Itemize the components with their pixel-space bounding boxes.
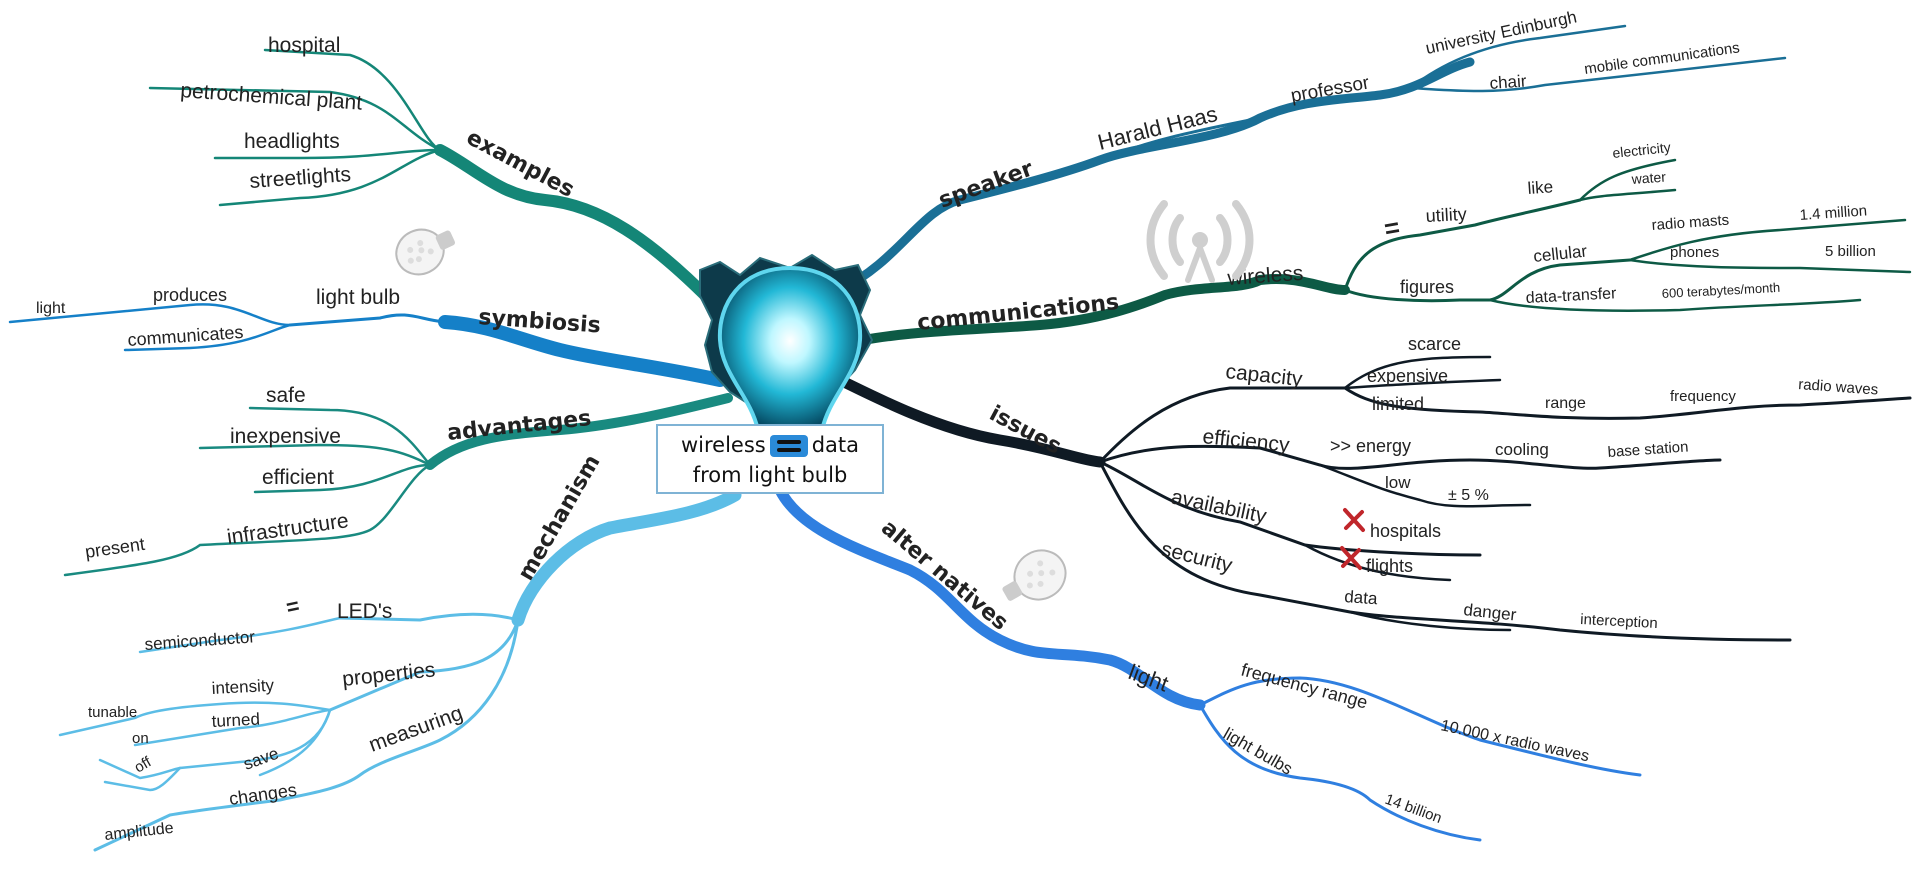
issues-interception: interception [1580, 611, 1658, 632]
communications-transfer-value: 600 terabytes/month [1661, 280, 1780, 301]
issues-data: data [1344, 587, 1379, 608]
advantages-label: advantages [446, 406, 592, 446]
advantages-efficient: efficient [262, 466, 334, 489]
symbiosis-light: light [36, 300, 66, 317]
symbiosis-main-line [438, 315, 727, 387]
bulb-glass [717, 265, 863, 432]
issues-label: issues [985, 401, 1065, 459]
advantages-inexpensive: inexpensive [230, 425, 341, 448]
advantages-main-line [425, 393, 733, 470]
issues-capacity: capacity [1224, 360, 1304, 391]
advantages-safe: safe [266, 384, 306, 407]
mechanism-tunable: tunable [88, 704, 137, 721]
alternatives-light-bulbs: light bulbs [1220, 724, 1296, 779]
cross-icon [1340, 546, 1362, 570]
central-topic-data: data [811, 433, 860, 457]
mechanism-intensity: intensity [211, 676, 275, 698]
branch-issues [824, 355, 1912, 642]
alternatives-label: alter natives [876, 515, 1013, 635]
mechanism-main-line [511, 488, 742, 627]
issues-more-energy: >> energy [1330, 436, 1411, 456]
mechanism-leds: LED's [337, 600, 392, 623]
issues-low: low [1385, 473, 1411, 492]
speaker-university: university Edinburgh [1424, 7, 1579, 58]
mechanism-off: off [132, 753, 155, 776]
led-bulb-icon [1002, 549, 1067, 601]
central-topic-line1: wireless data [658, 430, 882, 460]
communications-phones-value: 5 billion [1825, 243, 1876, 260]
communications-masts-value: 1.4 million [1799, 202, 1868, 224]
alternatives-light: light [1125, 659, 1171, 696]
issues-five-pct: ± 5 % [1448, 487, 1489, 504]
symbiosis-produces: produces [153, 285, 227, 305]
communications-data-transfer: data-transfer [1525, 285, 1617, 307]
issues-main-line [824, 369, 1106, 468]
branch-symbiosis [8, 303, 727, 387]
communications-electricity: electricity [1612, 139, 1672, 161]
issues-security: security [1159, 538, 1235, 578]
symbiosis-light-bulb: light bulb [316, 286, 400, 309]
issues-scarce: scarce [1408, 334, 1461, 354]
communications-utility: utility [1425, 204, 1467, 226]
examples-streetlights: streetlights [249, 163, 352, 193]
led-bulb-icon [395, 228, 456, 276]
issues-radio-waves: radio waves [1798, 376, 1879, 399]
central-topic-wireless: wireless [680, 433, 766, 457]
branch-communications [835, 158, 1912, 350]
symbiosis-communicates: communicates [127, 322, 244, 350]
issues-expensive: expensive [1367, 366, 1448, 386]
equals-icon [769, 435, 808, 457]
communications-equals: = [1382, 212, 1402, 244]
mechanism-semiconductor: semiconductor [144, 627, 256, 654]
examples-hospital: hospital [268, 34, 340, 57]
communications-water: water [1630, 169, 1667, 187]
mechanism-properties: properties [341, 658, 436, 691]
branch-advantages [63, 393, 733, 577]
issues-flights: flights [1366, 556, 1413, 576]
central-topic-line2: from light bulb [692, 463, 848, 487]
communications-like: like [1527, 177, 1554, 198]
issues-limited: limited [1372, 394, 1424, 414]
cross-icon [1343, 508, 1365, 532]
issues-cooling: cooling [1495, 440, 1549, 459]
advantages-present: present [84, 534, 146, 562]
mechanism-amplitude: amplitude [104, 820, 175, 844]
branch-alternatives [774, 484, 1642, 842]
advantages-infrastructure: infrastructure [225, 509, 350, 549]
communications-main-line [835, 274, 1350, 350]
examples-petrochemical: petrochemical plant [180, 79, 363, 115]
communications-figures: figures [1400, 277, 1454, 297]
issues-range: range [1545, 395, 1586, 412]
branch-mechanism [58, 488, 742, 852]
communications-phones: phones [1670, 244, 1719, 261]
speaker-chair: chair [1489, 71, 1527, 93]
issues-frequency: frequency [1670, 388, 1736, 405]
issues-efficiency: efficiency [1201, 425, 1291, 457]
issues-base-station: base station [1607, 438, 1689, 461]
mechanism-on: on [132, 730, 149, 747]
branch-examples [148, 48, 716, 306]
mechanism-equals: = [284, 593, 302, 620]
radio-tower-icon [1146, 200, 1254, 283]
issues-hospitals: hospitals [1370, 521, 1441, 541]
mechanism-turned: turned [211, 709, 260, 730]
alternatives-main-line [774, 484, 1206, 711]
issues-availability: availability [1169, 485, 1269, 528]
mechanism-changes: changes [228, 780, 298, 809]
central-topic: wireless data from light bulb [656, 424, 884, 494]
communications-radio-masts: radio masts [1651, 212, 1730, 234]
examples-headlights: headlights [244, 130, 340, 153]
speaker-main-line [835, 57, 1475, 295]
speaker-label: speaker [936, 156, 1037, 213]
branch-speaker [835, 24, 1787, 295]
alternatives-radio-x: 10.000 x radio waves [1439, 717, 1590, 765]
examples-main-line [434, 144, 716, 306]
